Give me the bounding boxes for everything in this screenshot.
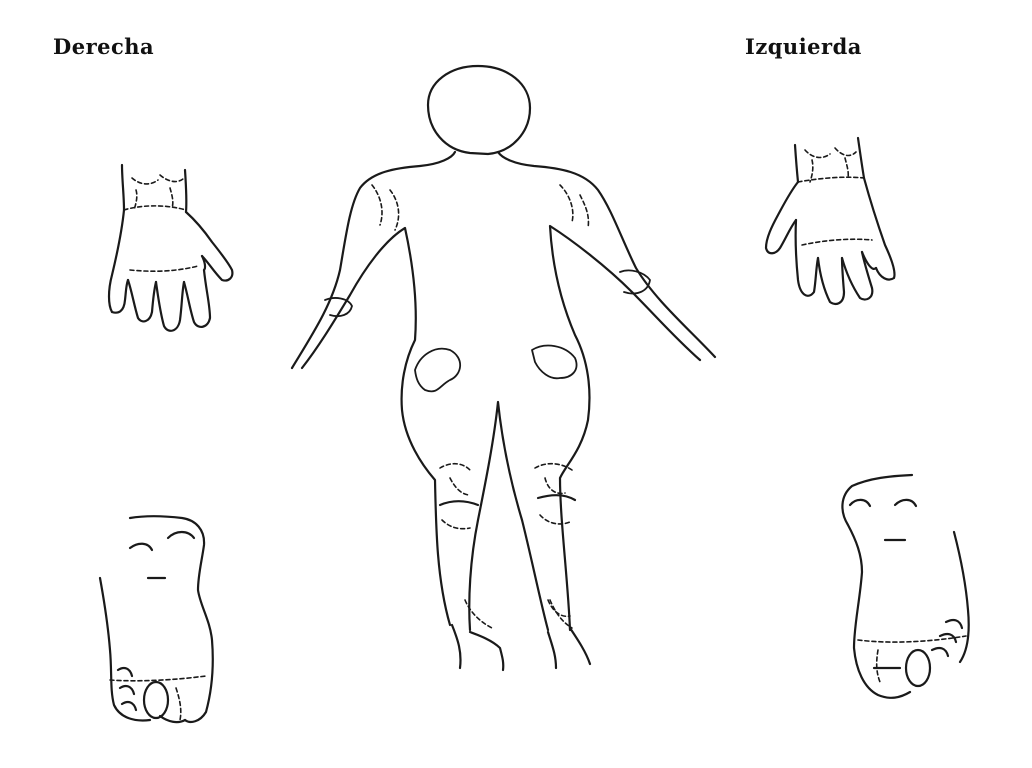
left-hand-icon (766, 138, 895, 304)
right-foot-icon (100, 516, 213, 722)
left-foot-icon (842, 475, 968, 698)
right-hand-icon (109, 165, 232, 331)
body-outline-icon (292, 66, 715, 670)
